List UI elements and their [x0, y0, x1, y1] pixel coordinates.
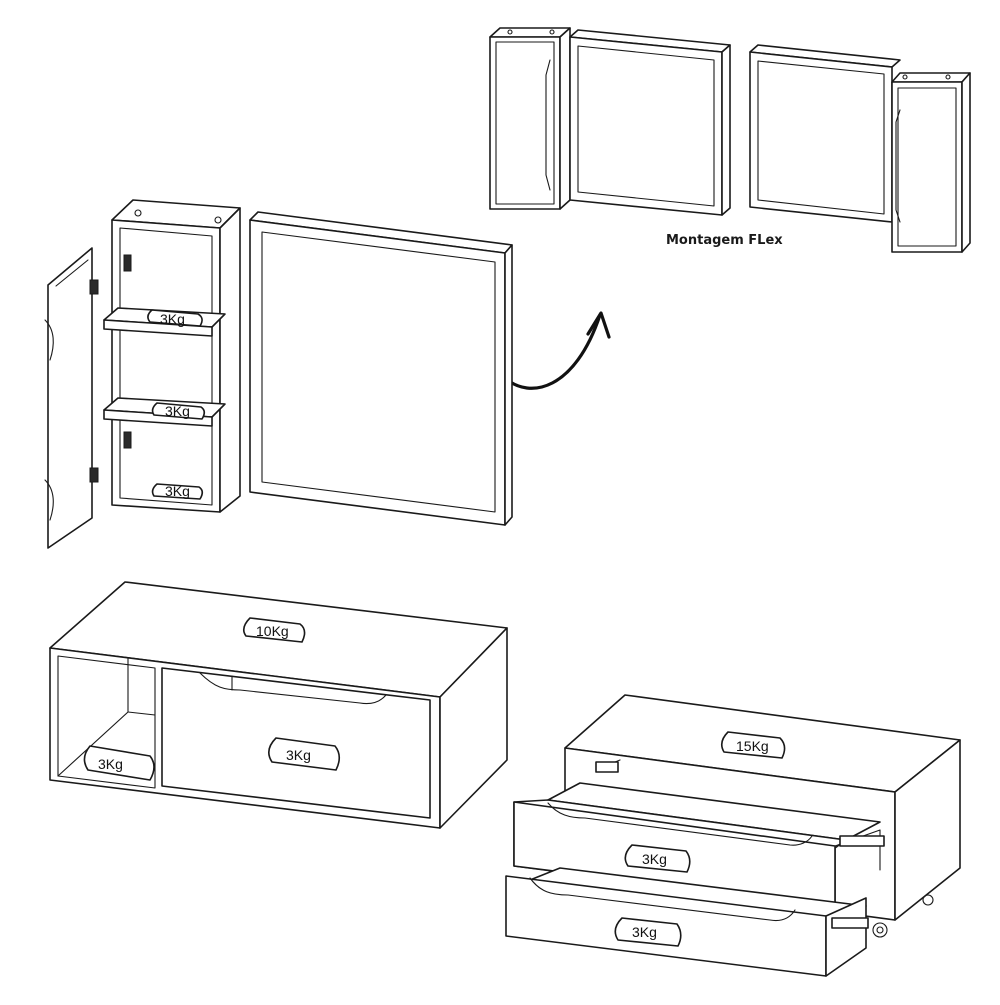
- flex-mirror-left: [569, 29, 731, 216]
- tv-rack-illustration: 10Kg 3Kg 3Kg: [49, 581, 508, 829]
- flex-mounting-caption: Montagem FLex: [666, 233, 783, 248]
- weight-tag-dresser-drawer-upper: 3Kg: [624, 844, 691, 873]
- cabinet-mirror: [249, 211, 513, 526]
- weight-tag-rack-niche: 3Kg: [83, 745, 155, 781]
- flip-arrow: [503, 311, 611, 390]
- weight-tag-dresser-drawer-lower: 3Kg: [614, 917, 682, 947]
- flex-mounting-illustration: Montagem FLex: [489, 27, 971, 253]
- svg-text:3Kg: 3Kg: [642, 851, 667, 867]
- svg-text:3Kg: 3Kg: [165, 403, 190, 419]
- svg-text:3Kg: 3Kg: [632, 924, 657, 940]
- mirror-cabinet-illustration: 3Kg 3Kg 3Kg: [44, 199, 513, 549]
- cabinet-door-open: [44, 247, 99, 549]
- svg-text:3Kg: 3Kg: [165, 483, 190, 499]
- dresser-illustration: 15Kg 3Kg 3Kg: [505, 694, 961, 977]
- flex-mirror-right: [749, 44, 901, 223]
- svg-text:15Kg: 15Kg: [736, 738, 769, 754]
- weight-tag-rack-top: 10Kg: [242, 617, 306, 643]
- flex-right-cabinet: [891, 72, 971, 253]
- svg-text:3Kg: 3Kg: [98, 756, 123, 772]
- svg-text:3Kg: 3Kg: [286, 747, 311, 763]
- weight-tag-shelf-middle: 3Kg: [151, 402, 206, 420]
- weight-tag-shelf-bottom: 3Kg: [151, 483, 204, 500]
- weight-tag-dresser-top: 15Kg: [720, 731, 786, 759]
- cabinet-body: [111, 199, 241, 513]
- svg-text:3Kg: 3Kg: [160, 311, 185, 327]
- weight-tag-shelf-top: 3Kg: [147, 309, 203, 327]
- weight-tag-rack-drawer: 3Kg: [268, 737, 341, 771]
- dresser-side: [894, 739, 961, 921]
- svg-text:10Kg: 10Kg: [256, 623, 289, 639]
- rack-side: [439, 627, 508, 829]
- flex-left-cabinet: [489, 27, 571, 210]
